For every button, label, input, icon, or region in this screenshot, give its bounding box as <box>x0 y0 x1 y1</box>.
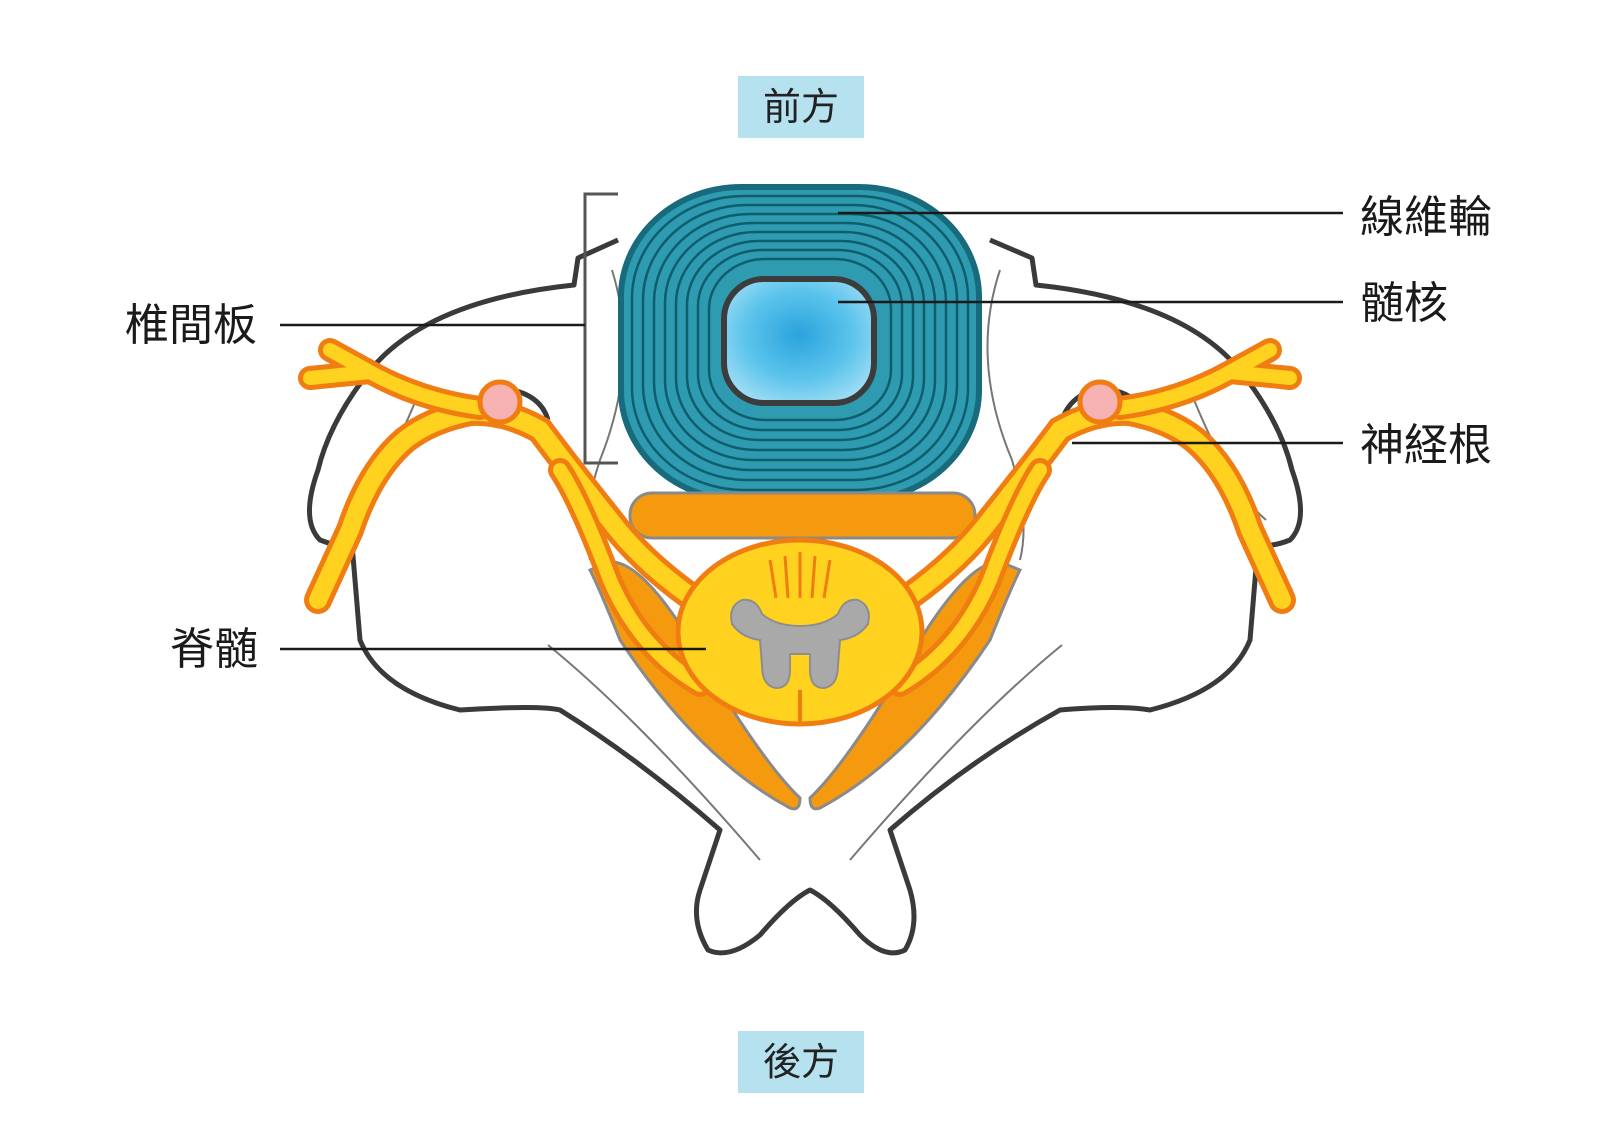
gray-matter <box>730 598 870 690</box>
bone-detail-right-2 <box>849 644 1063 861</box>
label-nucleus-pulposus: 髄核 <box>1360 278 1448 329</box>
ganglion-left <box>477 379 523 425</box>
disc-bracket <box>583 192 618 465</box>
label-spinal-cord: 脊髄 <box>170 624 258 675</box>
posterior-ligament <box>628 491 977 540</box>
label-nerve-root: 神経根 <box>1360 420 1492 471</box>
nucleus-pulposus <box>721 276 877 406</box>
direction-back-label: 後方 <box>738 1031 864 1093</box>
label-annulus-fibrosus: 線維輪 <box>1360 192 1492 243</box>
spinal-cord-fissure-top <box>768 552 832 599</box>
nerve-root-left-inner-fill <box>553 463 707 692</box>
nerve-root-right-inner-fill <box>893 463 1047 692</box>
ganglion-right <box>1077 379 1123 425</box>
nerve-root-left-branch-inner <box>303 343 487 415</box>
label-intervertebral-disc: 椎間板 <box>125 300 257 351</box>
nerve-root-right-branch-inner <box>1113 343 1297 415</box>
bone-detail-left-2 <box>547 644 761 861</box>
direction-front-label: 前方 <box>738 76 864 138</box>
annulus-rings <box>630 194 970 492</box>
